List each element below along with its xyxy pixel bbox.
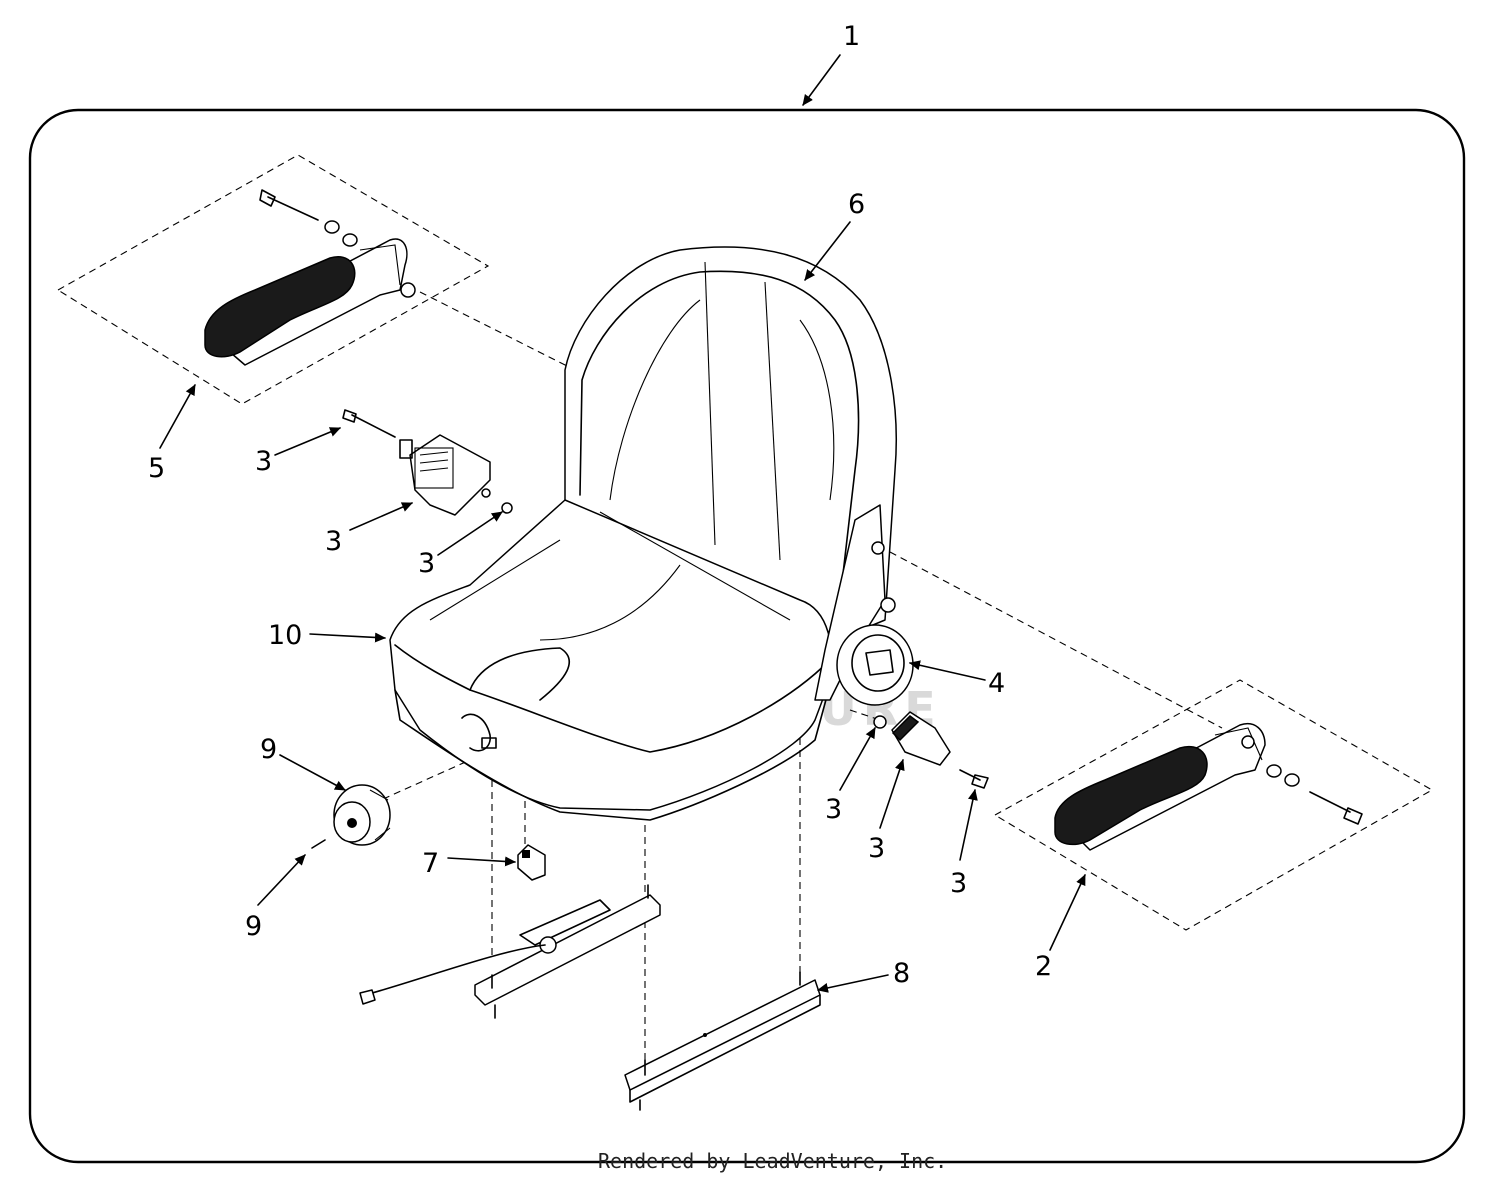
alignment-lines [371,291,1223,1062]
callout-3-right-c: 3 [950,868,967,899]
left-slide-rail [359,884,661,1019]
recline-knob [814,504,914,706]
seat-cushion [389,499,833,821]
leader-arrows [159,54,1086,993]
callout-1: 1 [843,21,860,52]
footer-credit: Rendered by LeadVenture, Inc. [598,1149,947,1173]
callout-3-upper-left: 3 [255,446,272,477]
callout-5: 5 [148,453,165,484]
left-armrest-group-box [56,154,490,405]
right-armrest [1054,723,1363,851]
right-slide-rail [624,971,821,1111]
callout-7: 7 [422,848,439,879]
callout-3-lower-left: 3 [418,548,435,579]
callout-3-right-b: 3 [868,833,885,864]
callout-9-upper: 9 [260,734,277,765]
seat-switch-small [517,844,546,881]
assembly-border [28,108,1466,1164]
callout-9-lower: 9 [245,911,262,942]
callout-labels: 1 6 5 3 3 3 10 4 9 9 7 3 3 3 2 8 [148,21,1052,989]
callout-3-mid-left: 3 [325,526,342,557]
left-seat-switch [342,409,513,516]
callout-10: 10 [268,620,302,651]
callout-6: 6 [848,189,865,220]
callout-8: 8 [893,958,910,989]
left-armrest [204,189,416,366]
callout-2: 2 [1035,951,1052,982]
right-seat-switch [873,711,989,789]
adjuster-knob [311,784,391,849]
callout-3-right-a: 3 [825,794,842,825]
right-armrest-group-box [993,679,1434,931]
callout-4: 4 [988,668,1005,699]
